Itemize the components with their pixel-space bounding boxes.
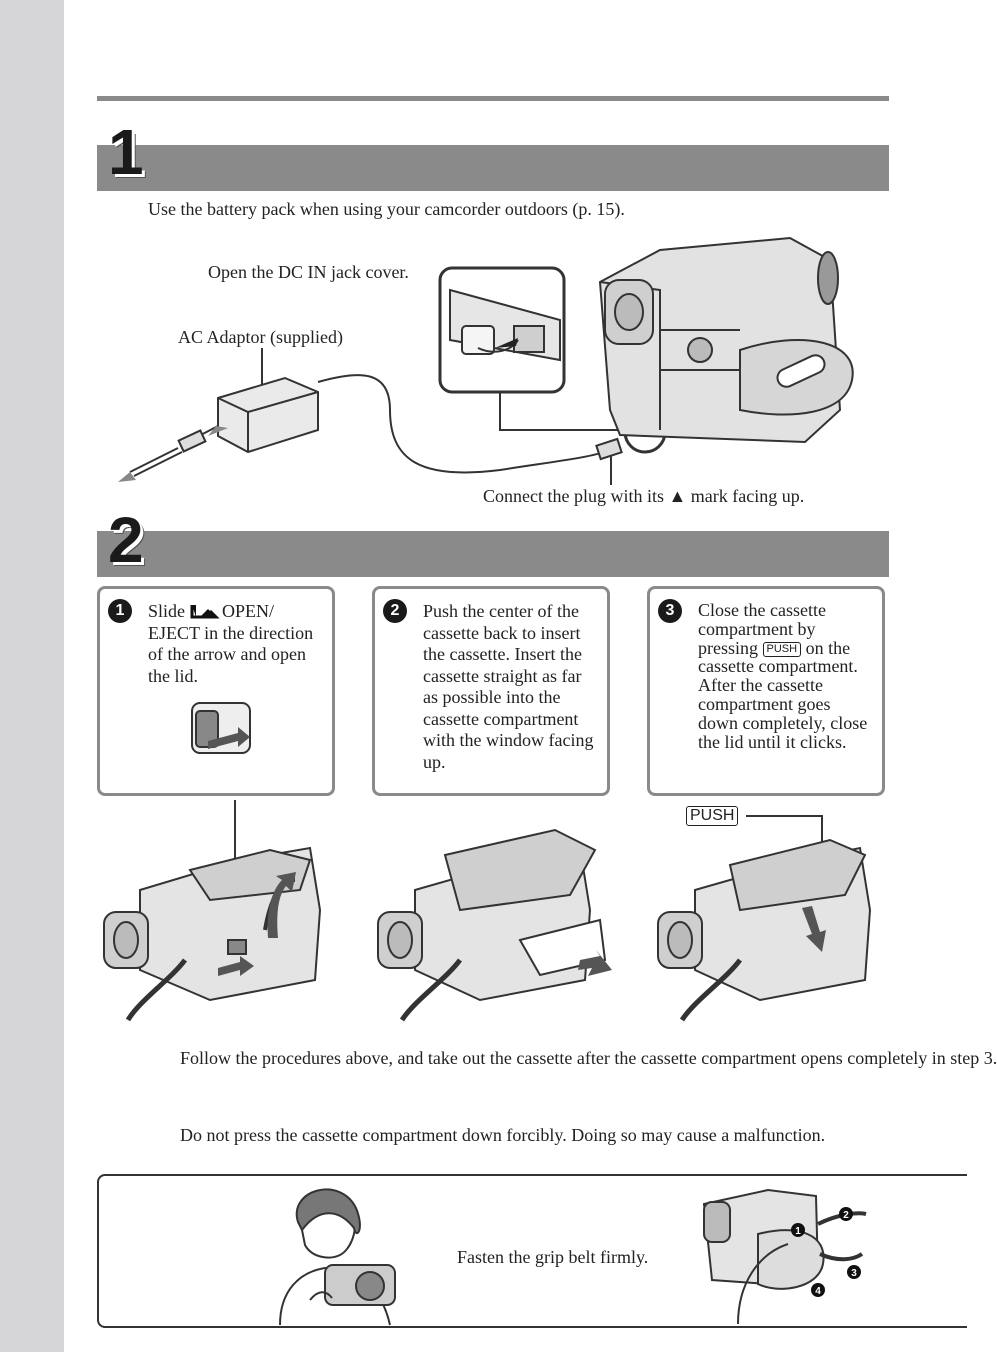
cassette-insertion-illustrations — [103, 800, 872, 1022]
step-badge-2: 2 — [383, 599, 407, 623]
step-badge-1: 1 — [108, 599, 132, 623]
step2-box-2-text: Push the center of the cassette back to … — [423, 601, 594, 772]
ac-adaptor-connection-illustration — [118, 236, 854, 485]
step2-box-2: 2 Push the center of the cassette back t… — [372, 586, 610, 796]
top-rule — [97, 96, 889, 101]
step2-box-1-text-b: OPEN/ EJECT in the direction of the arro… — [148, 601, 314, 686]
step2-box-3-text-b: on the cassette compartment. After the c… — [698, 637, 868, 752]
grip-step-marker-4: 4 — [815, 1286, 821, 1297]
warning-note: Do not press the cassette compartment do… — [180, 1125, 826, 1145]
step1-number: 1 — [108, 116, 144, 188]
push-button-inline-label: PUSH — [762, 641, 802, 657]
step2-number: 2 — [108, 504, 144, 576]
step2-header-bar — [97, 531, 889, 577]
step2-box-1-text-a: Slide — [148, 601, 186, 621]
step2-box-1: 1 Slide OPEN/ EJECT in the direction of … — [97, 586, 335, 796]
open-eject-slide-icon — [190, 605, 220, 619]
step1-header-bar — [97, 145, 889, 191]
callout-dc-in-cover: Open the DC IN jack cover. — [208, 262, 409, 282]
step2-box-3-text: Close the cassette compartment by pressi… — [698, 601, 874, 751]
step2-box-3: 3 Close the cassette compartment by pres… — [647, 586, 885, 796]
grip-step-marker-3: 3 — [851, 1268, 857, 1279]
step2-box-3-text-a: Close the cassette compartment by pressi… — [698, 600, 826, 658]
grip-step-marker-2: 2 — [843, 1210, 849, 1221]
step-badge-3: 3 — [658, 599, 682, 623]
grip-step-marker-1: 1 — [795, 1226, 801, 1237]
callout-connect-plug: Connect the plug with its ▲ mark facing … — [483, 486, 805, 506]
grip-belt-tip-text: Fasten the grip belt firmly. — [457, 1247, 649, 1267]
step1-intro: Use the battery pack when using your cam… — [148, 199, 625, 219]
open-eject-switch-icon — [191, 702, 251, 754]
grip-belt-tip-box — [97, 1174, 967, 1328]
grip-belt-fastening-illustration: 2 1 3 4 — [702, 1188, 867, 1325]
step2-box-1-text: Slide OPEN/ EJECT in the direction of th… — [148, 601, 324, 687]
person-holding-camcorder-illustration — [279, 1188, 396, 1326]
side-strip — [0, 0, 64, 1352]
removal-instructions: Follow the procedures above, and take ou… — [180, 1048, 997, 1068]
push-callout-label: PUSH — [686, 806, 739, 826]
callout-ac-adaptor: AC Adaptor (supplied) — [178, 327, 343, 347]
